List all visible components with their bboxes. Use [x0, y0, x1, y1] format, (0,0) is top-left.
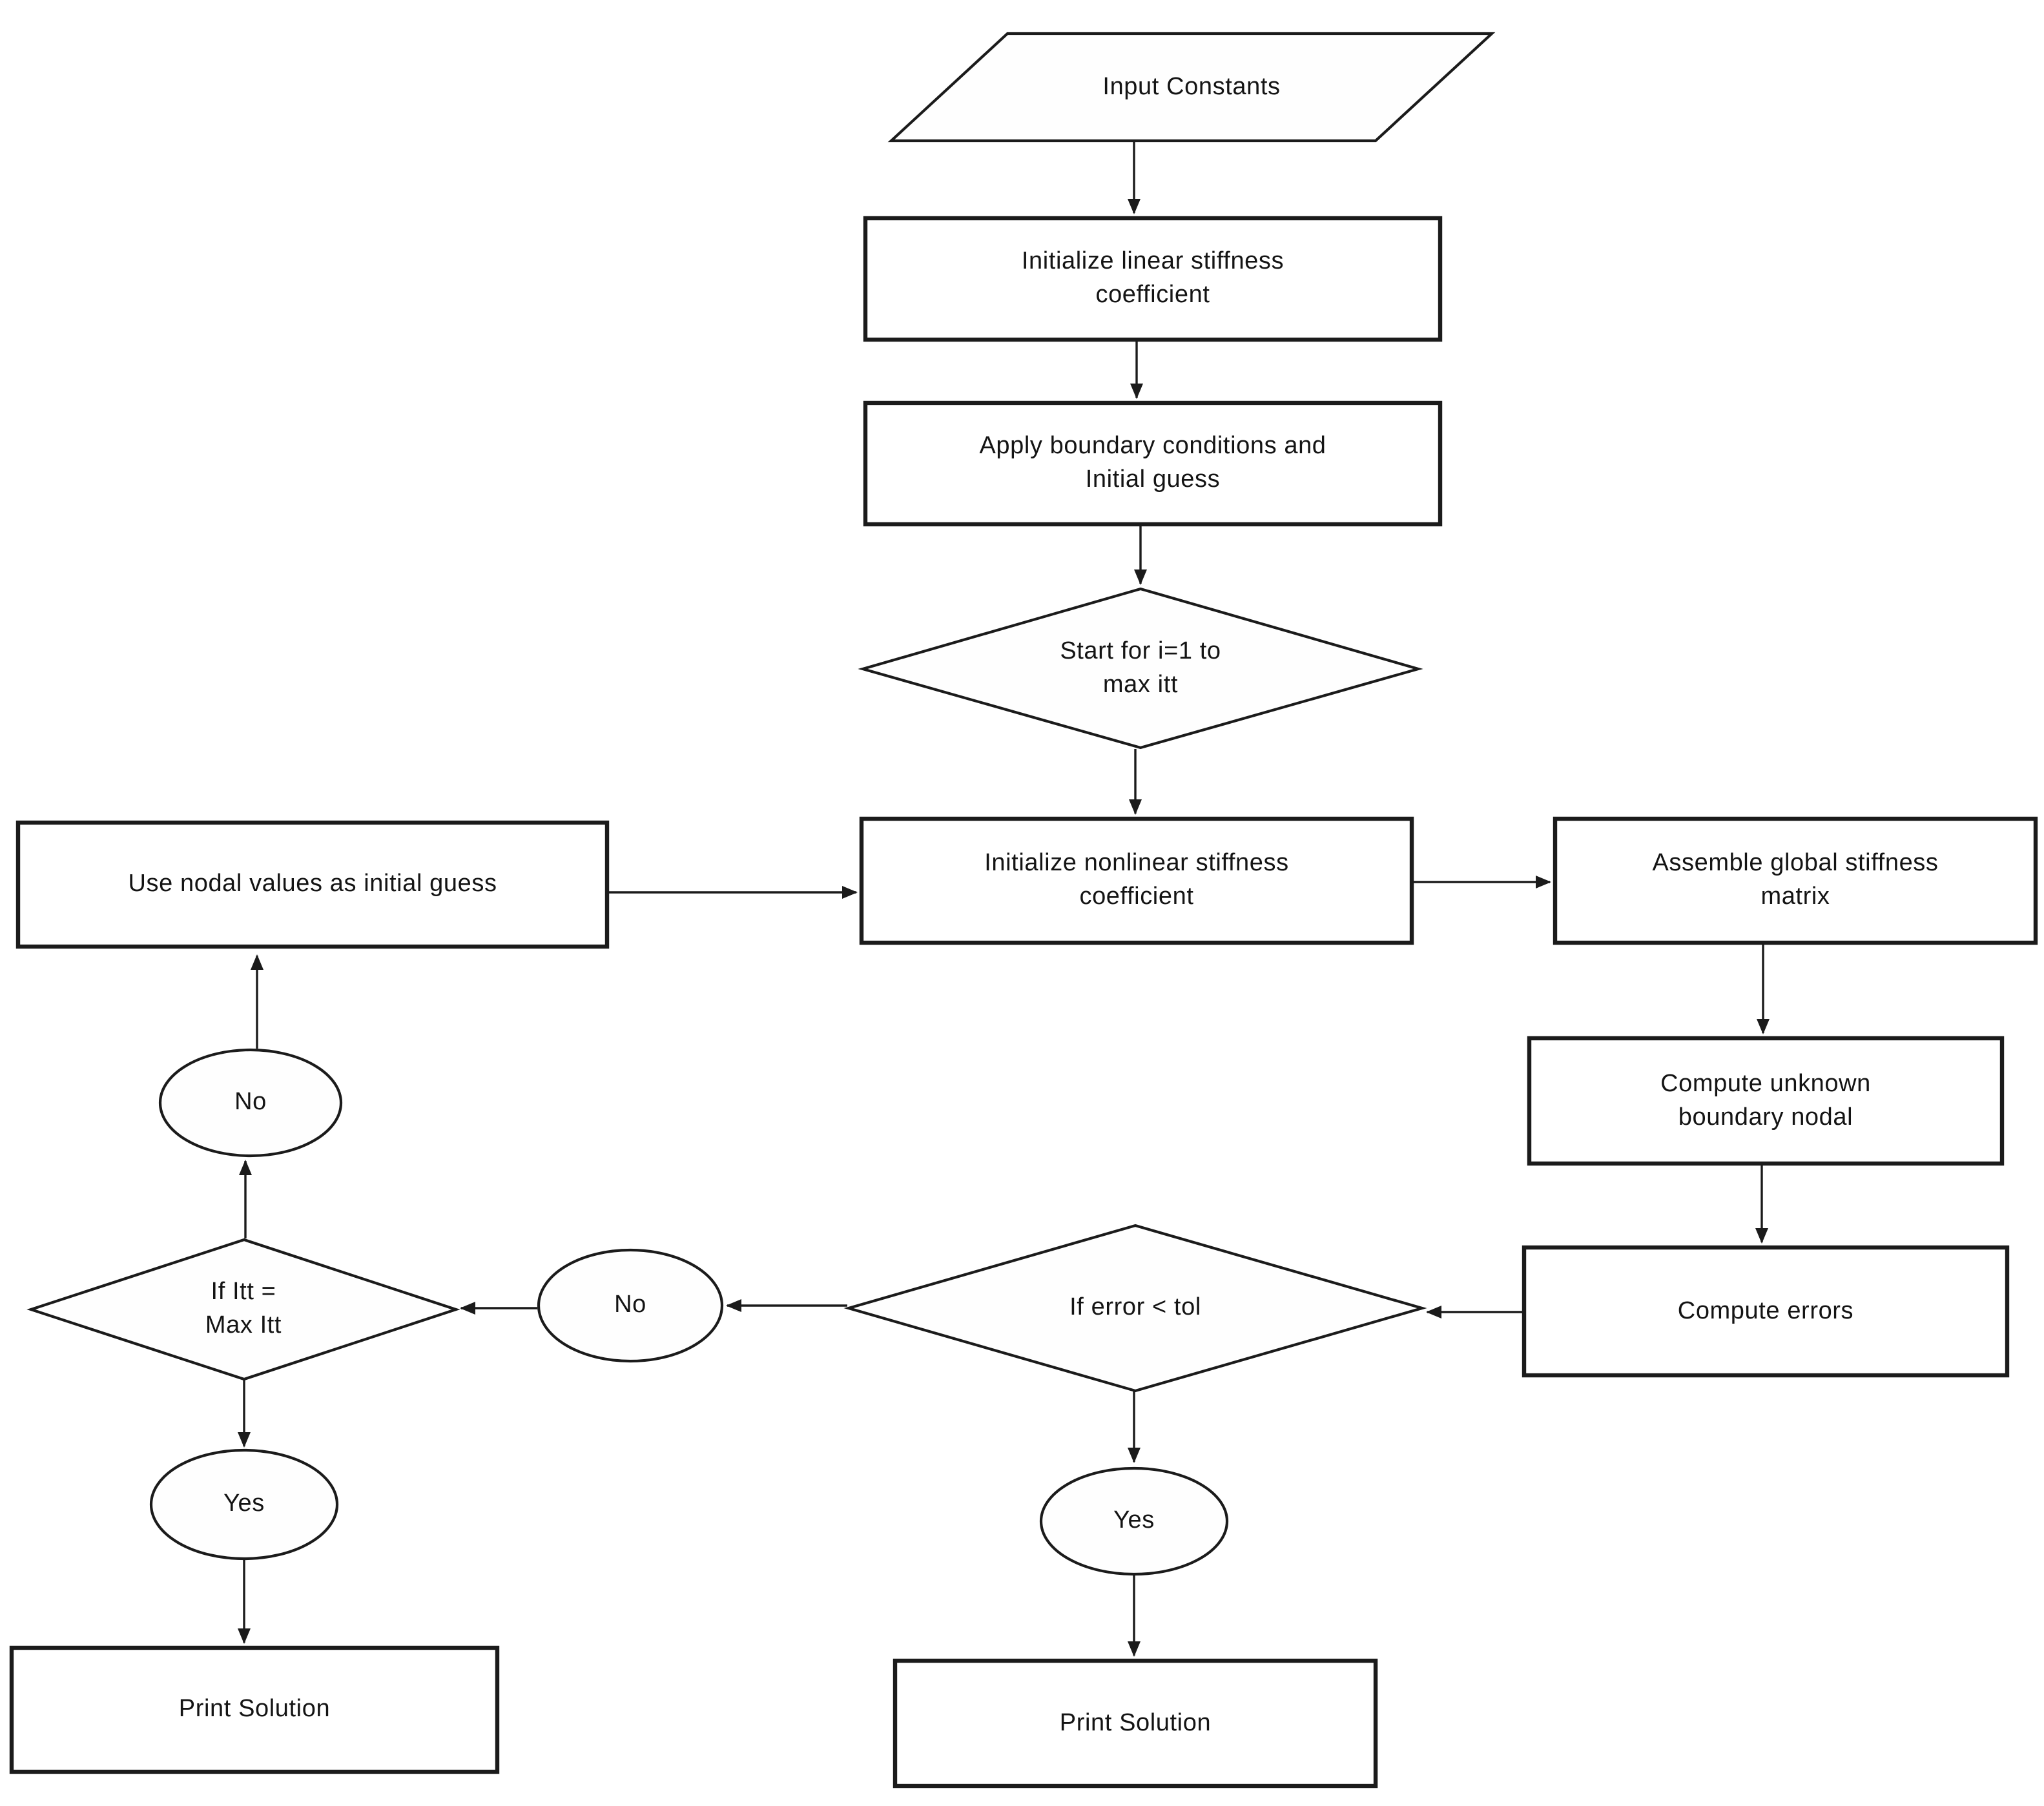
- input-constants-shape: [887, 32, 1496, 143]
- start-loop-shape: [858, 587, 1423, 750]
- flow-arrows: [238, 141, 1770, 1657]
- if-error-shape: [843, 1224, 1427, 1393]
- yes-left-shape: [149, 1448, 339, 1561]
- no-left-shape: [158, 1048, 343, 1158]
- assemble-global-shape: [1553, 816, 2038, 945]
- compute-errors-shape: [1522, 1245, 2010, 1378]
- print-mid-shape: [893, 1658, 1378, 1789]
- compute-unknown-shape: [1527, 1036, 2005, 1166]
- init-nonlinear-shape: [859, 816, 1414, 945]
- apply-bc-shape: [863, 400, 1443, 527]
- no-mid-shape: [537, 1248, 724, 1363]
- if-itt-shape: [26, 1238, 460, 1381]
- flow-shapes: [9, 32, 2038, 1789]
- print-left-shape: [9, 1645, 500, 1774]
- init-linear-shape: [863, 216, 1443, 342]
- yes-mid-shape: [1039, 1466, 1229, 1576]
- use-nodal-shape: [15, 820, 610, 949]
